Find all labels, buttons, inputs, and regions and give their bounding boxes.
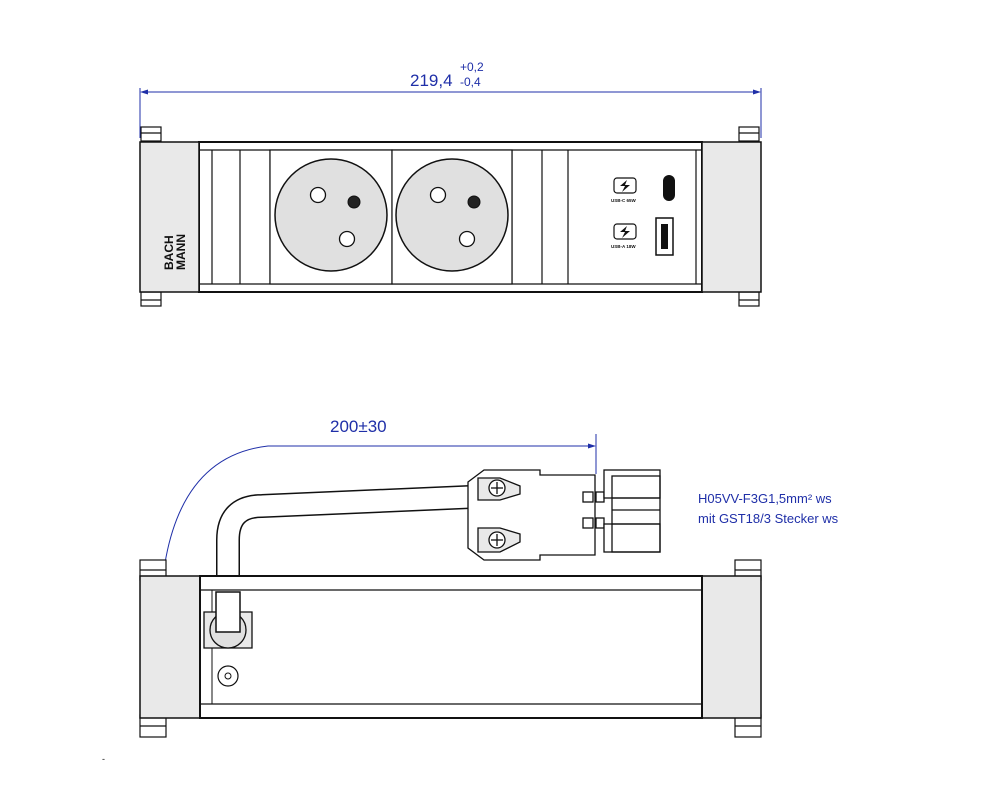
socket-2 [391, 149, 513, 285]
clip-bottom-left [140, 291, 162, 307]
side-end-cover-right [701, 575, 762, 719]
usb-a-port-tongue [661, 224, 668, 249]
socket-1-pin-hole-top [309, 186, 327, 204]
socket-2-pin-hole-bottom [458, 230, 476, 248]
arrowhead-left [140, 89, 148, 95]
side-mounting-clips [139, 559, 762, 738]
usb-c-label: USB-C 65W [611, 198, 637, 203]
socket-1-pin-hole-bottom [338, 230, 356, 248]
brand-logo: BACH MANN [162, 234, 188, 270]
width-value: 219,4 [410, 71, 453, 90]
clip-top-left [140, 126, 162, 142]
clip-top-right [738, 126, 760, 142]
end-cover-left [139, 141, 200, 293]
end-cover-right [701, 141, 762, 293]
brand-line1: BACH [162, 235, 176, 270]
stray-mark: - [102, 754, 105, 764]
socket-1 [269, 149, 393, 285]
side-end-cover-left [139, 575, 201, 719]
width-dimension [139, 88, 762, 138]
tolerance-lower: -0,4 [460, 75, 481, 89]
socket-2-earth-pin [467, 195, 481, 209]
arrowhead-right [753, 89, 761, 95]
side-housing [199, 575, 703, 719]
clip-bottom-right [738, 291, 760, 307]
cable-gland [203, 591, 253, 687]
top-view: 219,4 +0,2 -0,4 BACH MANN [139, 60, 762, 307]
brand-line2: MANN [174, 234, 188, 270]
socket-1-earth-pin [347, 195, 361, 209]
usb-c-port [663, 175, 675, 201]
socket-2-pin-hole-top [429, 186, 447, 204]
cable [216, 485, 471, 625]
cable-length-value: 200±30 [330, 417, 387, 436]
gst18-connector [467, 469, 661, 561]
end-covers-top [139, 141, 762, 293]
tolerance-upper: +0,2 [460, 60, 484, 74]
usb-module: USB-C 65W USB-A 18W [611, 175, 675, 256]
cable-spec-line2: mit GST18/3 Stecker ws [698, 511, 839, 526]
usb-c-charge-icon [613, 177, 637, 194]
side-view: 200±30 H05V [102, 417, 839, 764]
usb-a-label: USB-A 18W [611, 244, 636, 249]
usb-a-charge-icon [613, 223, 637, 240]
side-body [139, 575, 762, 719]
cable-spec-line1: H05VV-F3G1,5mm² ws [698, 491, 832, 506]
